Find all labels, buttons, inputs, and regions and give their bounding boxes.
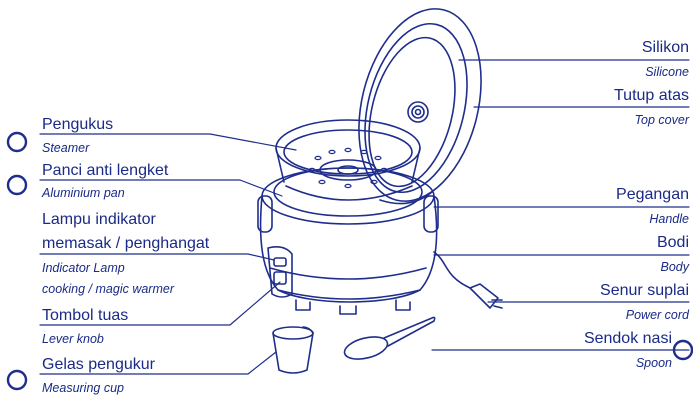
steamer-basket bbox=[276, 120, 420, 188]
label-tutup-atas: Tutup atas bbox=[614, 88, 689, 104]
label-power-cord: Power cord bbox=[626, 309, 689, 322]
label-aluminium-pan: Aluminium pan bbox=[42, 187, 125, 200]
label-top-cover: Top cover bbox=[635, 114, 689, 127]
rice-spoon bbox=[342, 317, 434, 363]
label-handle: Handle bbox=[649, 213, 689, 226]
label-pegangan: Pegangan bbox=[616, 187, 689, 203]
accessory-circle-icon bbox=[8, 371, 26, 389]
label-memasak-penghangat: memasak / penghangat bbox=[42, 236, 209, 252]
label-tombol-tuas: Tombol tuas bbox=[42, 308, 128, 324]
label-indicator-lamp: Indicator Lamp bbox=[42, 262, 125, 275]
label-silikon: Silikon bbox=[642, 40, 689, 56]
label-gelas-pengukur: Gelas pengukur bbox=[42, 357, 155, 373]
accessory-circle-icon bbox=[8, 176, 26, 194]
label-senur-suplai: Senur suplai bbox=[600, 283, 689, 299]
label-body: Body bbox=[661, 261, 690, 274]
measuring-cup bbox=[273, 327, 313, 373]
label-panci-anti-lengket: Panci anti lengket bbox=[42, 163, 168, 179]
power-cord bbox=[434, 252, 502, 308]
label-lampu-indikator: Lampu indikator bbox=[42, 212, 156, 228]
label-pengukus: Pengukus bbox=[42, 117, 113, 133]
label-lever-knob: Lever knob bbox=[42, 333, 104, 346]
label-cooking-magic-warmer: cooking / magic warmer bbox=[42, 283, 174, 296]
label-measuring-cup: Measuring cup bbox=[42, 382, 124, 395]
cooker-body bbox=[258, 168, 438, 314]
label-bodi: Bodi bbox=[657, 235, 689, 251]
label-sendok-nasi: Sendok nasi bbox=[584, 331, 672, 347]
label-spoon: Spoon bbox=[636, 357, 672, 370]
label-steamer: Steamer bbox=[42, 142, 89, 155]
accessory-circle-icon bbox=[8, 133, 26, 151]
label-silicone: Silicone bbox=[645, 66, 689, 79]
